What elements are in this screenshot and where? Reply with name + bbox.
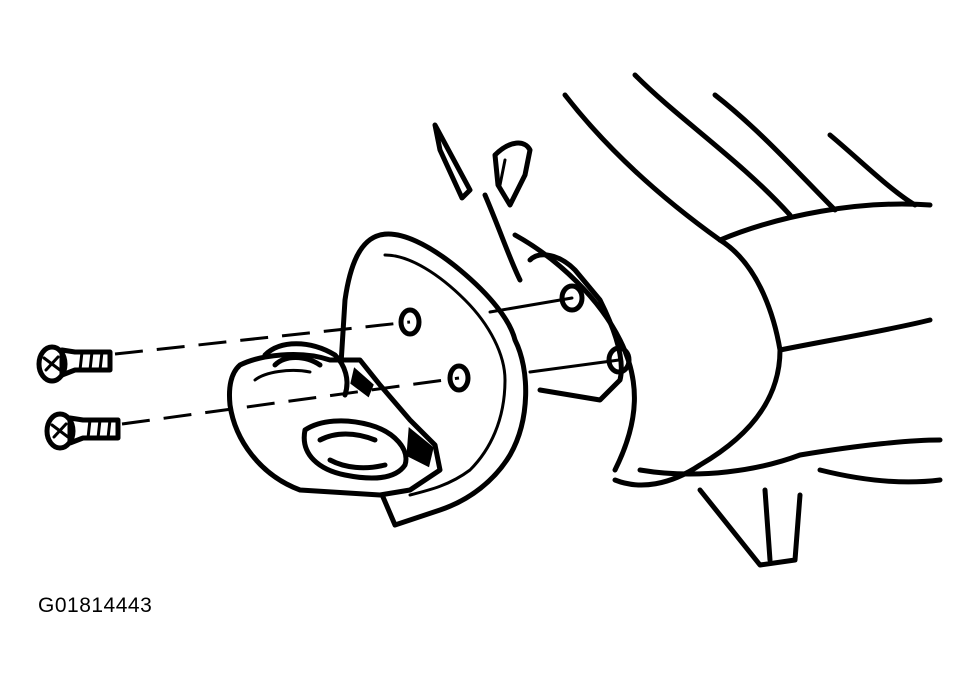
connector-module — [227, 341, 443, 498]
screw-lower — [44, 411, 121, 451]
top-connector-tab — [432, 122, 533, 208]
screw-upper — [36, 344, 113, 384]
gasket-hole-upper — [398, 307, 422, 337]
figure-code-label: G01814443 — [38, 594, 153, 617]
main-housing — [482, 72, 943, 568]
housing-hole-upper — [559, 283, 585, 313]
housing-mount-boss — [527, 252, 632, 403]
gasket-hole-lower — [447, 363, 471, 393]
alignment-lines — [114, 296, 621, 426]
